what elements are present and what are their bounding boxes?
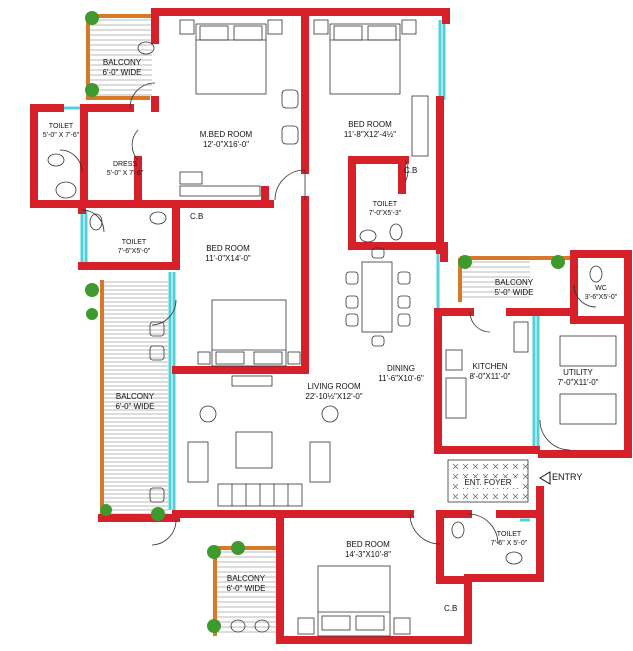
cupboard-label: C.B [404, 166, 418, 175]
furniture [47, 19, 617, 637]
room-label-foyer: ENT. FOYER [458, 478, 518, 488]
balcony-hatching [90, 19, 530, 633]
plants [85, 11, 565, 633]
entry-arrow-icon [539, 471, 551, 485]
foyer-floor-pattern [452, 463, 529, 500]
doors [59, 82, 597, 546]
entry-label: ENTRY [552, 472, 583, 482]
cupboard-label: C.B [444, 604, 458, 613]
cupboard-label: C.B [190, 212, 204, 221]
walls [30, 8, 632, 644]
windows [60, 20, 540, 522]
